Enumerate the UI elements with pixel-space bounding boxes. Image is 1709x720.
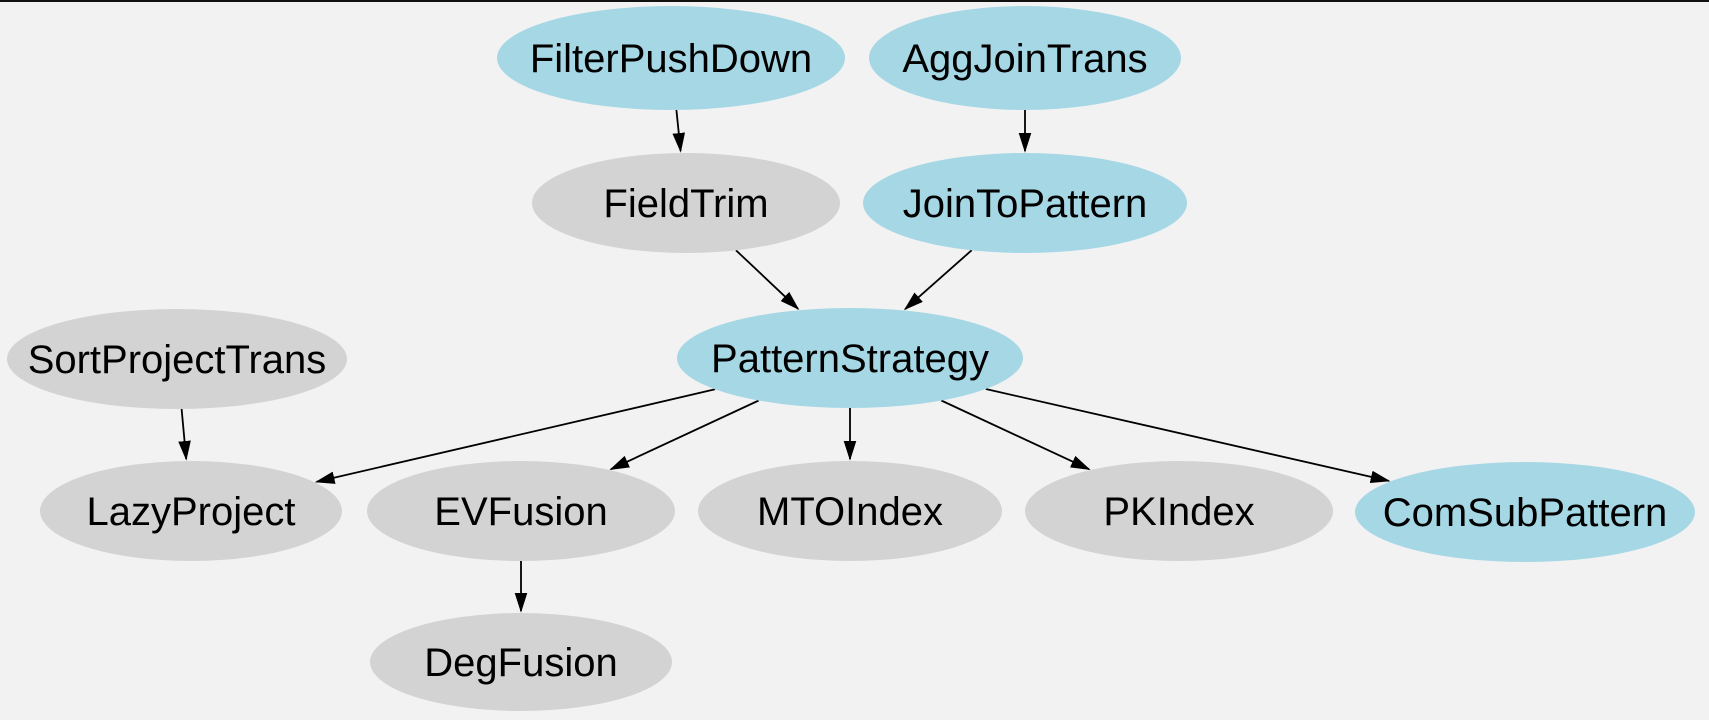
node-label-PatternStrategy: PatternStrategy bbox=[711, 337, 989, 381]
node-ellipse-EVFusion bbox=[367, 461, 675, 561]
graph-node-SortProjectTrans: SortProjectTrans bbox=[7, 309, 347, 409]
node-label-LazyProject: LazyProject bbox=[87, 490, 296, 534]
node-label-JoinToPattern: JoinToPattern bbox=[903, 182, 1148, 226]
graph-node-JoinToPattern: JoinToPattern bbox=[863, 153, 1187, 253]
node-label-PKIndex: PKIndex bbox=[1103, 490, 1254, 534]
node-ellipse-JoinToPattern bbox=[863, 153, 1187, 253]
graph-node-EVFusion: EVFusion bbox=[367, 461, 675, 561]
graph-node-AggJoinTrans: AggJoinTrans bbox=[869, 6, 1181, 110]
edges-layer bbox=[178, 109, 1391, 613]
node-label-SortProjectTrans: SortProjectTrans bbox=[28, 338, 327, 382]
node-label-MTOIndex: MTOIndex bbox=[757, 490, 943, 534]
node-ellipse-DegFusion bbox=[370, 613, 672, 711]
edge-SortProjectTrans-to-LazyProject bbox=[178, 408, 191, 461]
graph-node-PatternStrategy: PatternStrategy bbox=[677, 308, 1023, 408]
edge-PatternStrategy-to-EVFusion bbox=[609, 399, 760, 471]
node-label-AggJoinTrans: AggJoinTrans bbox=[902, 37, 1147, 81]
edge-PatternStrategy-to-PKIndex bbox=[940, 399, 1091, 471]
node-ellipse-SortProjectTrans bbox=[7, 309, 347, 409]
edge-JoinToPattern-to-PatternStrategy bbox=[903, 249, 973, 311]
graph-node-PKIndex: PKIndex bbox=[1025, 461, 1333, 561]
node-label-ComSubPattern: ComSubPattern bbox=[1383, 491, 1668, 535]
top-border-line bbox=[0, 0, 1709, 2]
node-label-FilterPushDown: FilterPushDown bbox=[530, 37, 812, 81]
graph-node-FilterPushDown: FilterPushDown bbox=[497, 6, 845, 110]
node-ellipse-ComSubPattern bbox=[1355, 462, 1695, 562]
node-ellipse-FieldTrim bbox=[532, 153, 840, 253]
edge-FieldTrim-to-PatternStrategy bbox=[735, 249, 800, 311]
graph-node-MTOIndex: MTOIndex bbox=[698, 461, 1002, 561]
graph-node-FieldTrim: FieldTrim bbox=[532, 153, 840, 253]
edge-PatternStrategy-to-LazyProject bbox=[314, 388, 716, 484]
edge-FilterPushDown-to-FieldTrim bbox=[672, 109, 686, 153]
node-ellipse-PKIndex bbox=[1025, 461, 1333, 561]
node-ellipse-PatternStrategy bbox=[677, 308, 1023, 408]
node-ellipse-LazyProject bbox=[40, 461, 342, 561]
node-ellipse-FilterPushDown bbox=[497, 6, 845, 110]
node-label-DegFusion: DegFusion bbox=[424, 641, 617, 685]
node-label-EVFusion: EVFusion bbox=[434, 490, 607, 534]
graph-node-DegFusion: DegFusion bbox=[370, 613, 672, 711]
node-label-FieldTrim: FieldTrim bbox=[603, 182, 768, 226]
graph-node-LazyProject: LazyProject bbox=[40, 461, 342, 561]
graph-node-ComSubPattern: ComSubPattern bbox=[1355, 462, 1695, 562]
node-ellipse-MTOIndex bbox=[698, 461, 1002, 561]
edge-PatternStrategy-to-ComSubPattern bbox=[985, 388, 1391, 484]
node-ellipse-AggJoinTrans bbox=[869, 6, 1181, 110]
